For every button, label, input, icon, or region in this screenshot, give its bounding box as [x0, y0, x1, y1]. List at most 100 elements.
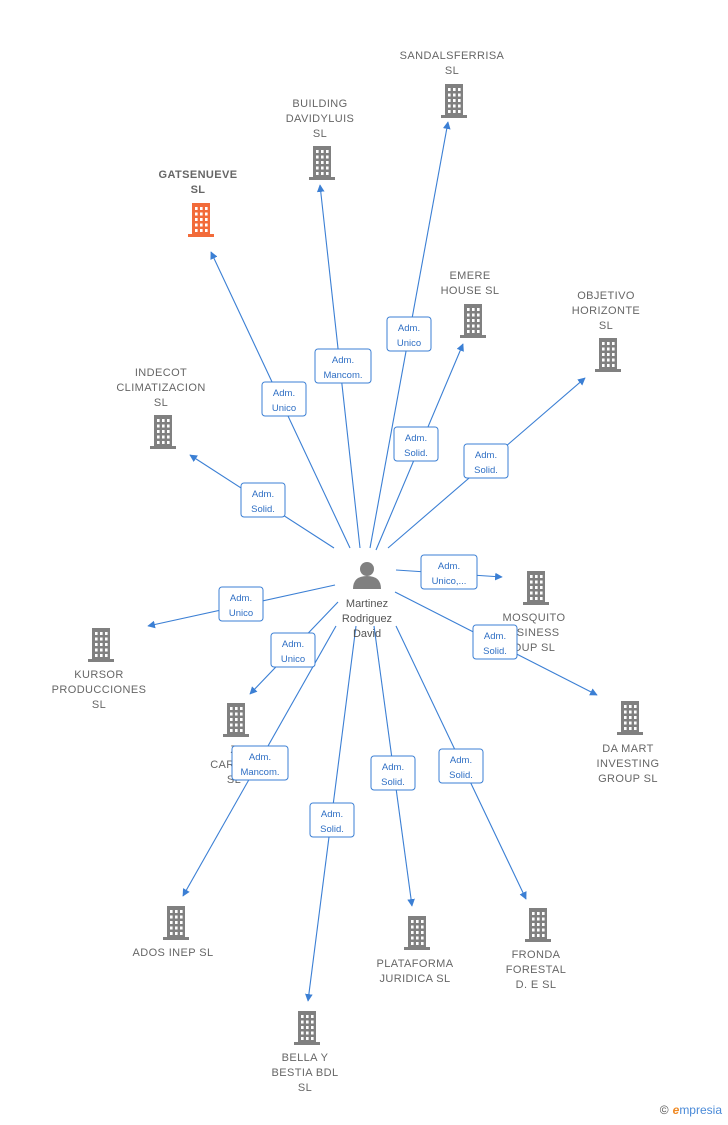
edge-label-objetivo-horizonte[interactable]: Adm.Solid. — [463, 443, 509, 479]
building-window — [416, 942, 419, 945]
company-label-objetivo-horizonte-line: HORIZONTE — [572, 305, 640, 317]
company-label-mosquito-line: OUP SL — [513, 642, 556, 654]
edge-label-indecot[interactable]: Adm.Solid. — [240, 482, 286, 518]
company-label-bella-y-bestia-line: BESTIA BDL — [272, 1067, 339, 1079]
building-window — [321, 166, 324, 170]
building-icon-emere-house[interactable] — [460, 304, 486, 338]
building-icon-ados-inep[interactable] — [163, 906, 189, 940]
building-window — [321, 150, 324, 153]
building-window — [180, 915, 183, 919]
building-window — [629, 727, 632, 730]
edge-label-gatsenueve[interactable]: Adm.Unico — [261, 381, 307, 417]
building-base — [294, 1042, 320, 1045]
edge-label-text: Adm.Solid. — [404, 433, 428, 459]
building-icon-gatsenueve[interactable] — [188, 203, 214, 237]
building-window — [453, 88, 456, 91]
edge-label-box — [386, 316, 432, 352]
edge-label-da-mart[interactable]: Adm.Solid. — [472, 624, 518, 660]
edge-label-box — [240, 482, 286, 518]
building-icon-indecot[interactable] — [150, 415, 176, 449]
building-window — [542, 928, 545, 932]
building-icon-building-davidyluis[interactable] — [309, 146, 335, 180]
building-window — [540, 586, 543, 589]
edge-label-plataforma[interactable]: Adm.Solid. — [370, 755, 416, 791]
edge-label-box — [314, 348, 372, 384]
edge-label-text: Adm.Solid. — [449, 755, 473, 781]
building-window — [453, 110, 456, 113]
building-window — [326, 172, 329, 175]
building-icon-fronda[interactable] — [525, 908, 551, 942]
building-icon-carbut[interactable] — [223, 703, 249, 737]
building-icon-bella-y-bestia[interactable] — [294, 1011, 320, 1045]
edge-label-line: Adm. — [332, 355, 354, 366]
edge-label-building-davidyluis[interactable]: Adm.Mancom. — [314, 348, 372, 384]
building-base — [150, 446, 176, 449]
company-label-indecot-line: INDECOT — [135, 367, 187, 379]
edge-label-kursor[interactable]: Adm.Unico — [218, 586, 264, 622]
building-base — [188, 234, 214, 237]
building-window — [530, 591, 533, 595]
building-window — [235, 707, 238, 710]
company-label-kursor-line: SL — [92, 699, 106, 711]
building-window — [532, 923, 535, 926]
edge-label-fronda[interactable]: Adm.Solid. — [438, 748, 484, 784]
building-window — [602, 342, 605, 345]
building-icon-kursor[interactable] — [88, 628, 114, 662]
building-icon-da-mart[interactable] — [617, 701, 643, 735]
company-label-sandalsferrisa-line: SL — [445, 65, 459, 77]
edge-label-bella-y-bestia[interactable]: Adm.Solid. — [309, 802, 355, 838]
building-window — [170, 921, 173, 924]
building-window — [311, 1031, 314, 1035]
company-label-ados-inep-line: ADOS INEP SL — [132, 947, 213, 959]
edge-label-text: Adm.Solid. — [483, 631, 507, 657]
edge-label-line: Solid. — [381, 777, 405, 788]
building-window — [195, 212, 198, 216]
building-window — [205, 229, 208, 232]
building-window — [100, 648, 103, 652]
building-window — [321, 155, 324, 159]
building-base — [404, 947, 430, 950]
building-window — [448, 99, 451, 102]
building-icon-objetivo-horizonte[interactable] — [595, 338, 621, 372]
edge-label-ados-inep[interactable]: Adm.Mancom. — [231, 745, 289, 781]
edge-label-box — [438, 748, 484, 784]
edge-label-line: Unico — [272, 403, 296, 414]
building-window — [235, 712, 238, 716]
building-icon-sandalsferrisa[interactable] — [441, 84, 467, 118]
building-window — [612, 353, 615, 356]
empresia-watermark[interactable]: ©empresia — [660, 1103, 722, 1117]
edge-label-line: Solid. — [251, 504, 275, 515]
edge-label-box — [370, 755, 416, 791]
building-window — [453, 93, 456, 97]
edge-label-text: Adm.Unico — [397, 323, 421, 349]
company-label-building-davidyluis-line: BUILDING — [292, 98, 347, 110]
edge-label-mosquito[interactable]: Adm.Unico,... — [420, 554, 478, 590]
building-window — [230, 729, 233, 732]
edge-label-carbut[interactable]: Adm.Unico — [270, 632, 316, 668]
building-window — [416, 936, 419, 940]
building-window — [200, 207, 203, 210]
building-icon-mosquito[interactable] — [523, 571, 549, 605]
building-window — [157, 430, 160, 433]
building-window — [200, 218, 203, 221]
edge-label-sandalsferrisa[interactable]: Adm.Unico — [386, 316, 432, 352]
company-label-mosquito-line: USINESS — [508, 627, 559, 639]
building-icon-plataforma[interactable] — [404, 916, 430, 950]
building-window — [167, 430, 170, 433]
building-window — [235, 729, 238, 732]
person-name-line: Rodriguez — [342, 613, 392, 625]
edge-label-line: Adm. — [475, 450, 497, 461]
building-window — [157, 424, 160, 428]
company-label-building-davidyluis-line: DAVIDYLUIS — [286, 113, 355, 125]
building-window — [629, 716, 632, 719]
building-window — [205, 207, 208, 210]
edge-label-emere-house[interactable]: Adm.Solid. — [393, 426, 439, 462]
building-window — [453, 104, 456, 108]
company-label-da-mart-line: DA MART — [602, 743, 654, 755]
